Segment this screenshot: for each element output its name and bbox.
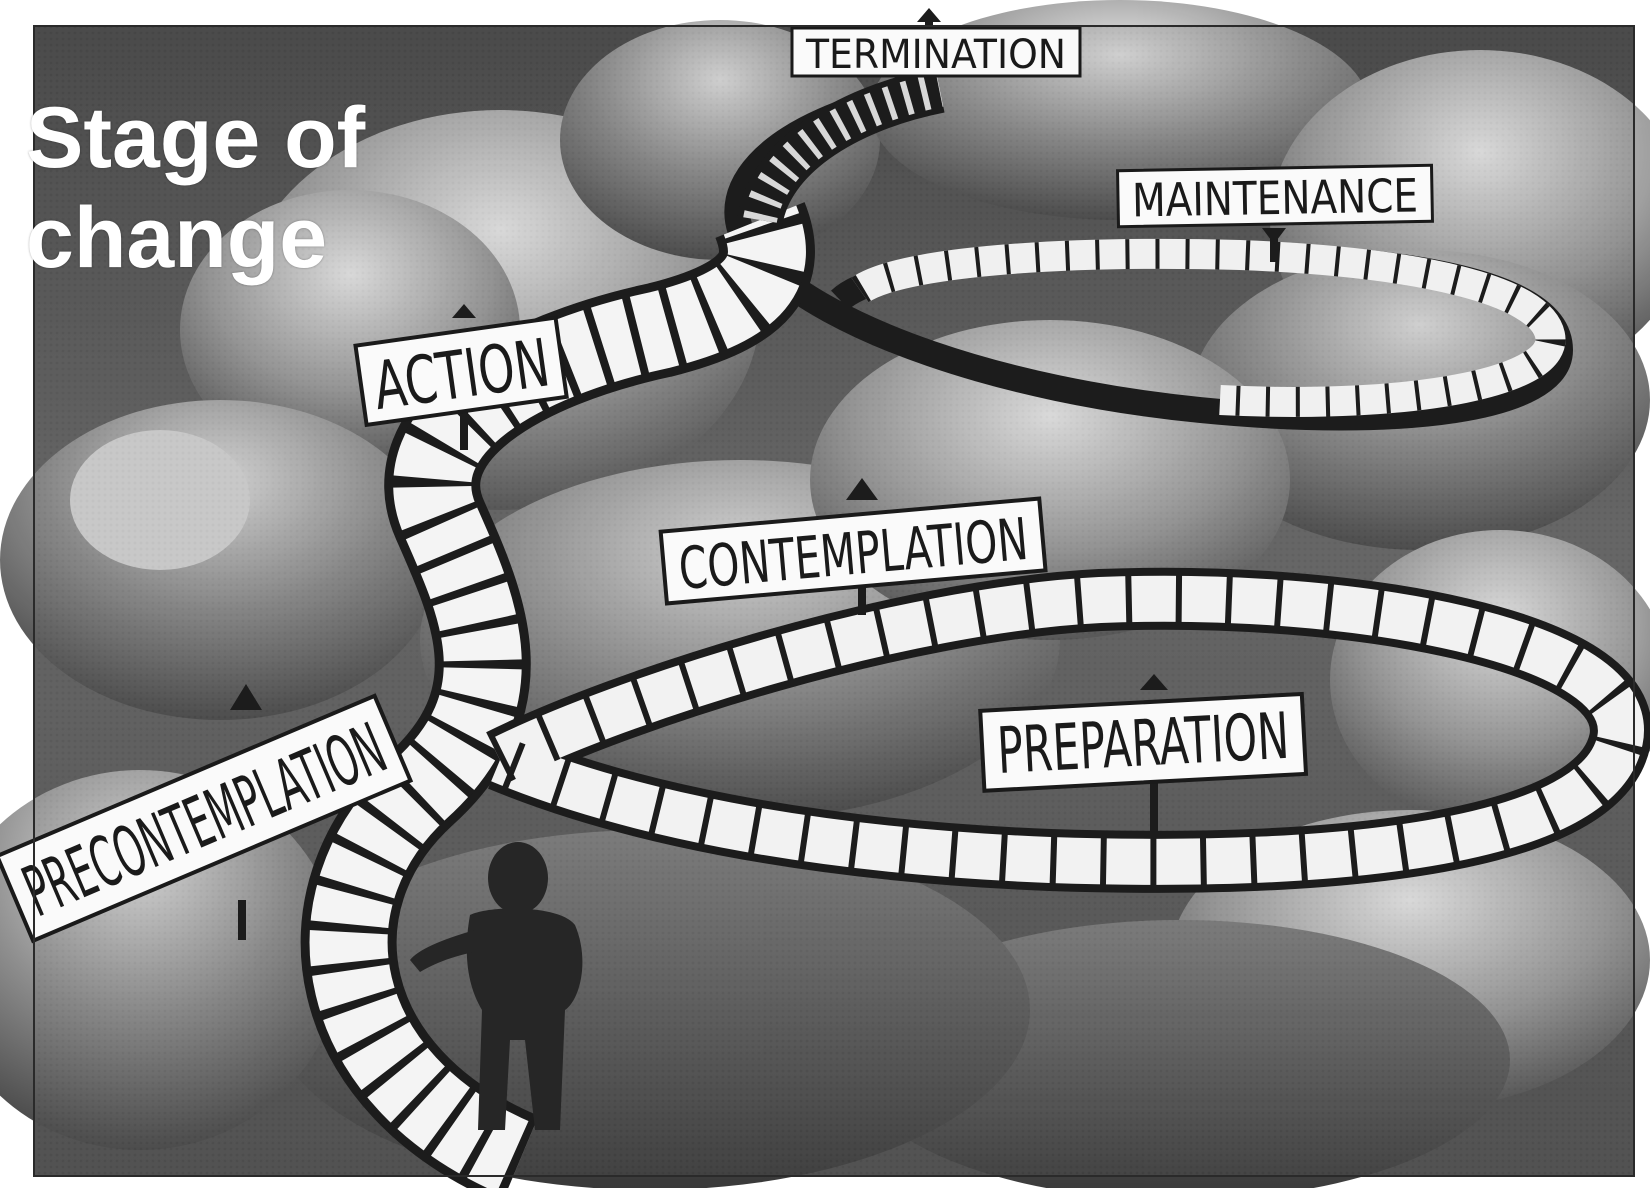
person-head [488,842,548,914]
sign-preparation-label: PREPARATION [995,700,1290,789]
sign-preparation: PREPARATION [978,691,1309,793]
sign-termination-label: TERMINATION [805,32,1066,78]
image-frame [33,25,1635,1177]
person-arm [410,930,482,972]
staircase-middle-loop-treads [489,574,1645,886]
staircase-main-treads [308,205,807,1188]
sign-maintenance-label: MAINTENANCE [1132,169,1419,228]
person-body [466,908,583,1130]
sign-termination: TERMINATION [790,26,1082,78]
title-line-1: Stage of [26,90,366,186]
staircase-top-flight-treads [743,73,944,224]
title-line-2: change [26,190,328,286]
sign-maintenance: MAINTENANCE [1116,163,1434,229]
staircase-upper-loop [851,238,1566,417]
person-silhouette [410,842,583,1130]
sign-action: ACTION [353,315,569,428]
page-title: Stage of change [26,88,446,288]
